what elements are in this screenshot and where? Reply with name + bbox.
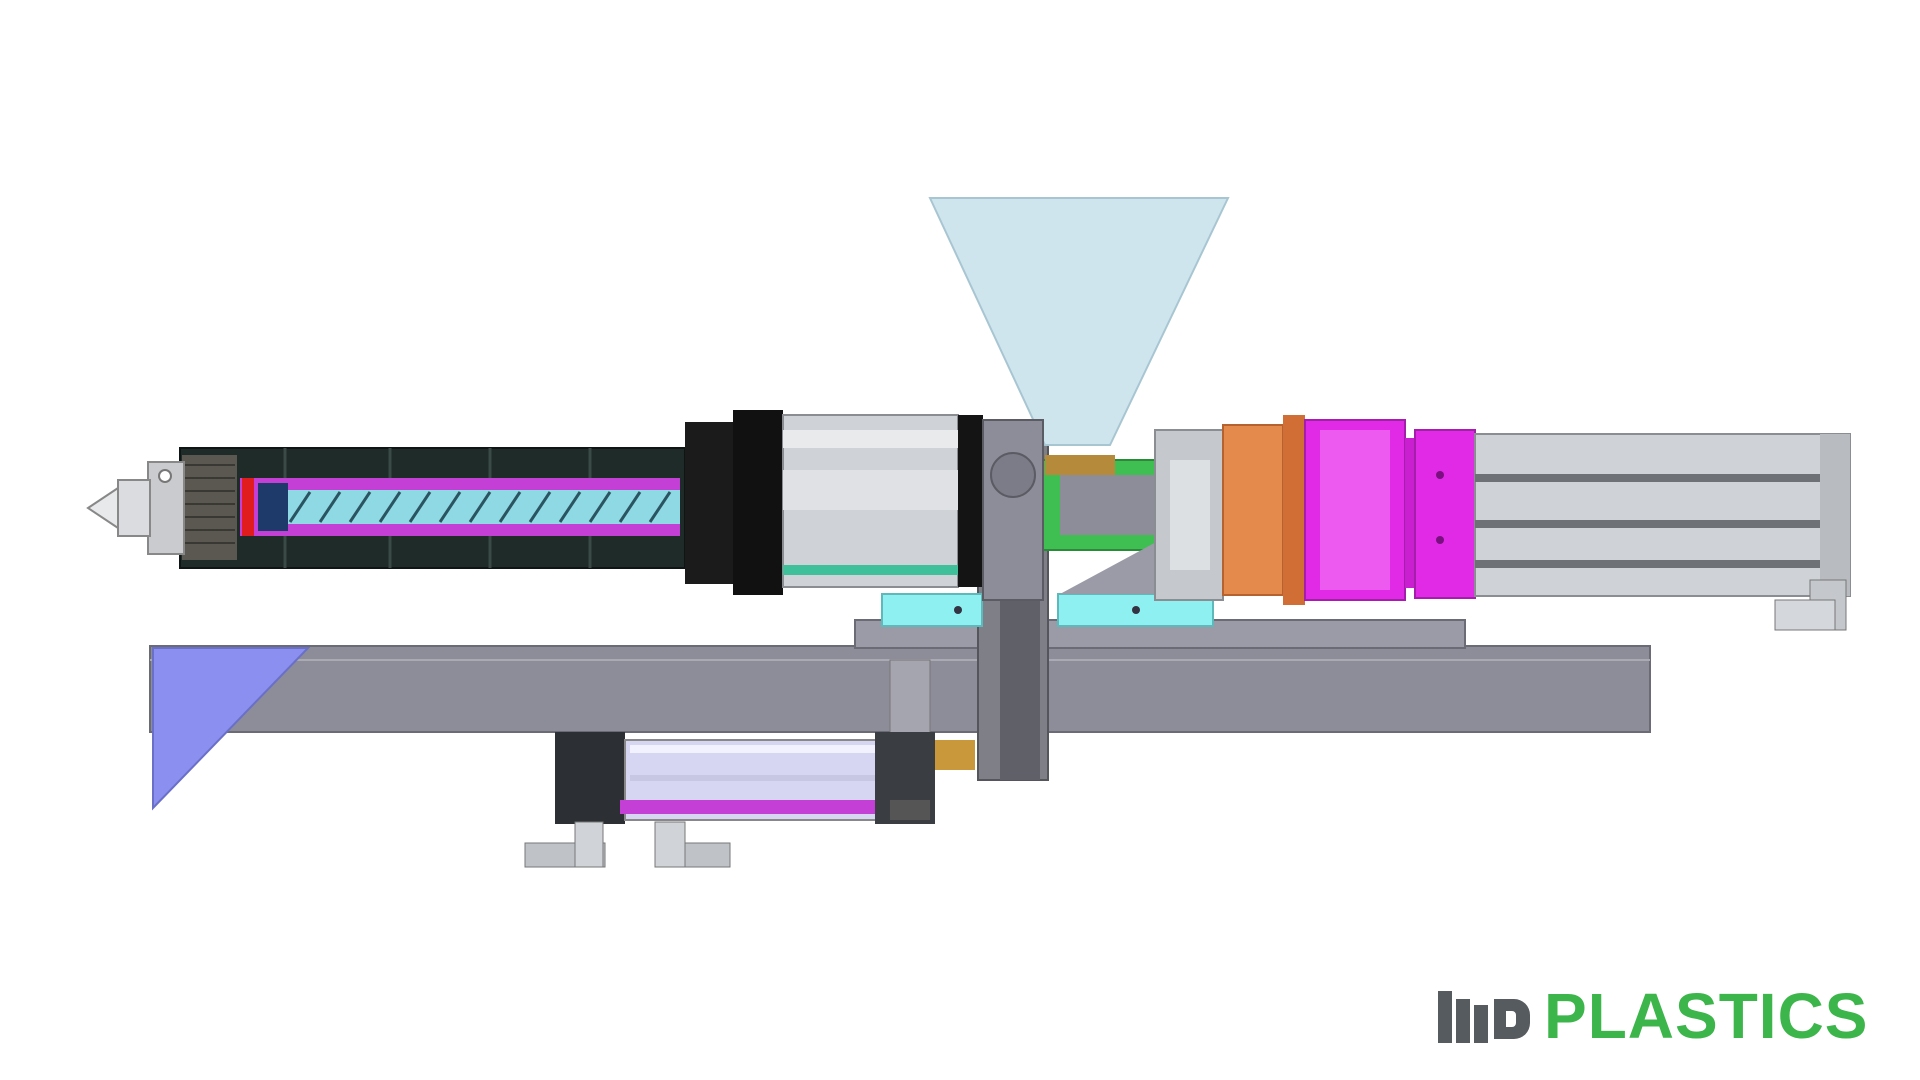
pneumatic-cylinder-icon: [555, 732, 975, 824]
coupling: [1154, 415, 1305, 605]
elbow-fitting-icon: [1774, 579, 1847, 631]
servo-motor-icon: [1474, 433, 1851, 597]
md-logo-mark: [1438, 991, 1530, 1043]
hopper-icon: [928, 197, 1230, 446]
motor-adapter: [1304, 419, 1476, 601]
base-bracket: [152, 647, 311, 811]
logo-text: PLASTICS: [1544, 980, 1869, 1052]
md-plastics-logo: PLASTICS: [1436, 983, 1868, 1049]
screw-barrel-icon: [240, 478, 680, 536]
feed-throat: [1039, 455, 1161, 594]
elbow-fitting-icon: [524, 821, 731, 868]
injection-housing: [782, 414, 983, 588]
nozzle-icon: [86, 461, 185, 555]
barrel-collar: [685, 410, 783, 595]
flange-plate: [982, 419, 1044, 601]
